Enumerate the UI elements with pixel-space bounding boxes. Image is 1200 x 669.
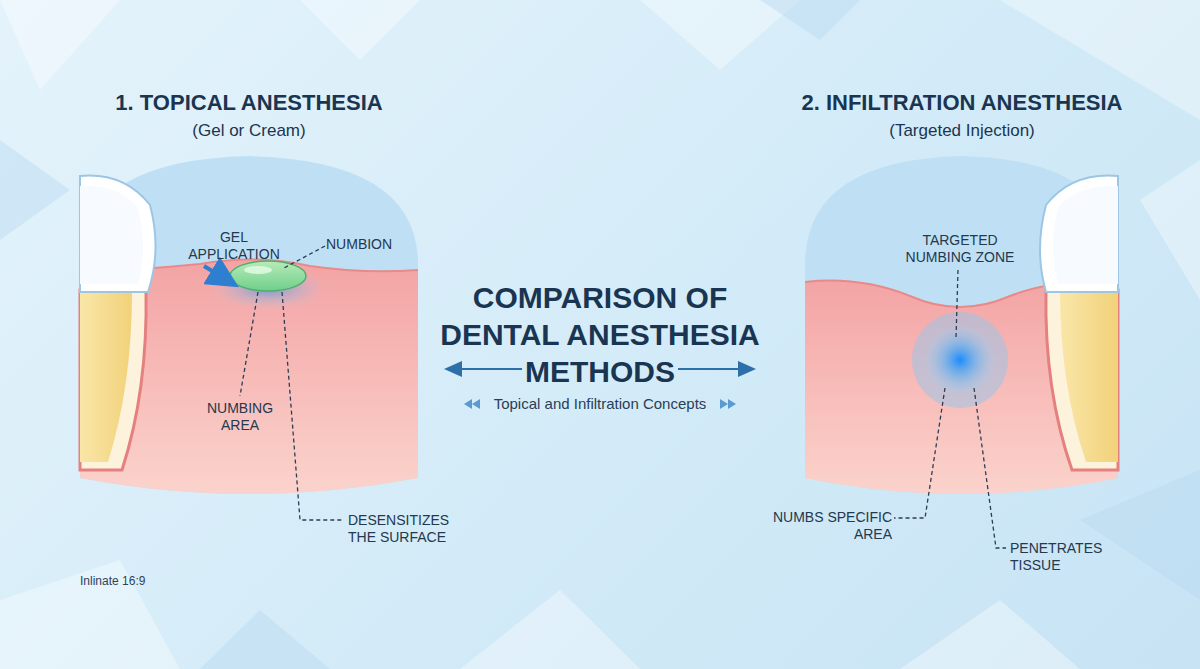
diagram-title: COMPARISON OF DENTAL ANESTHESIA METHODS <box>420 279 780 390</box>
anesthesia-panel: 2. INFILTRATION ANESTHESIA (Targeted Inje… <box>780 90 1144 490</box>
callout-label: NUMBS SPECIFIC AREA <box>770 509 892 543</box>
callout-label: GEL APPLICATION <box>178 229 290 263</box>
callout-label: DESENSITIZES THE SURFACE <box>348 512 473 546</box>
panel-heading: 2. INFILTRATION ANESTHESIA <box>780 90 1144 116</box>
panel-subheading: (Targeted Injection) <box>780 120 1144 142</box>
callout-label: TARGETED NUMBING ZONE <box>890 232 1030 266</box>
panel-heading: 1. TOPICAL ANESTHESIA <box>62 90 436 116</box>
diagram-caption: Topical and Infiltration Concepts <box>470 394 730 413</box>
callout-label: PENETRATES TISSUE <box>1010 540 1125 574</box>
panel-subheading: (Gel or Cream) <box>62 120 436 142</box>
note-text: Inlinate 16:9 <box>80 574 220 589</box>
callout-label: NUMBING AREA <box>190 400 290 434</box>
callout-label: NUMBION <box>326 236 416 253</box>
